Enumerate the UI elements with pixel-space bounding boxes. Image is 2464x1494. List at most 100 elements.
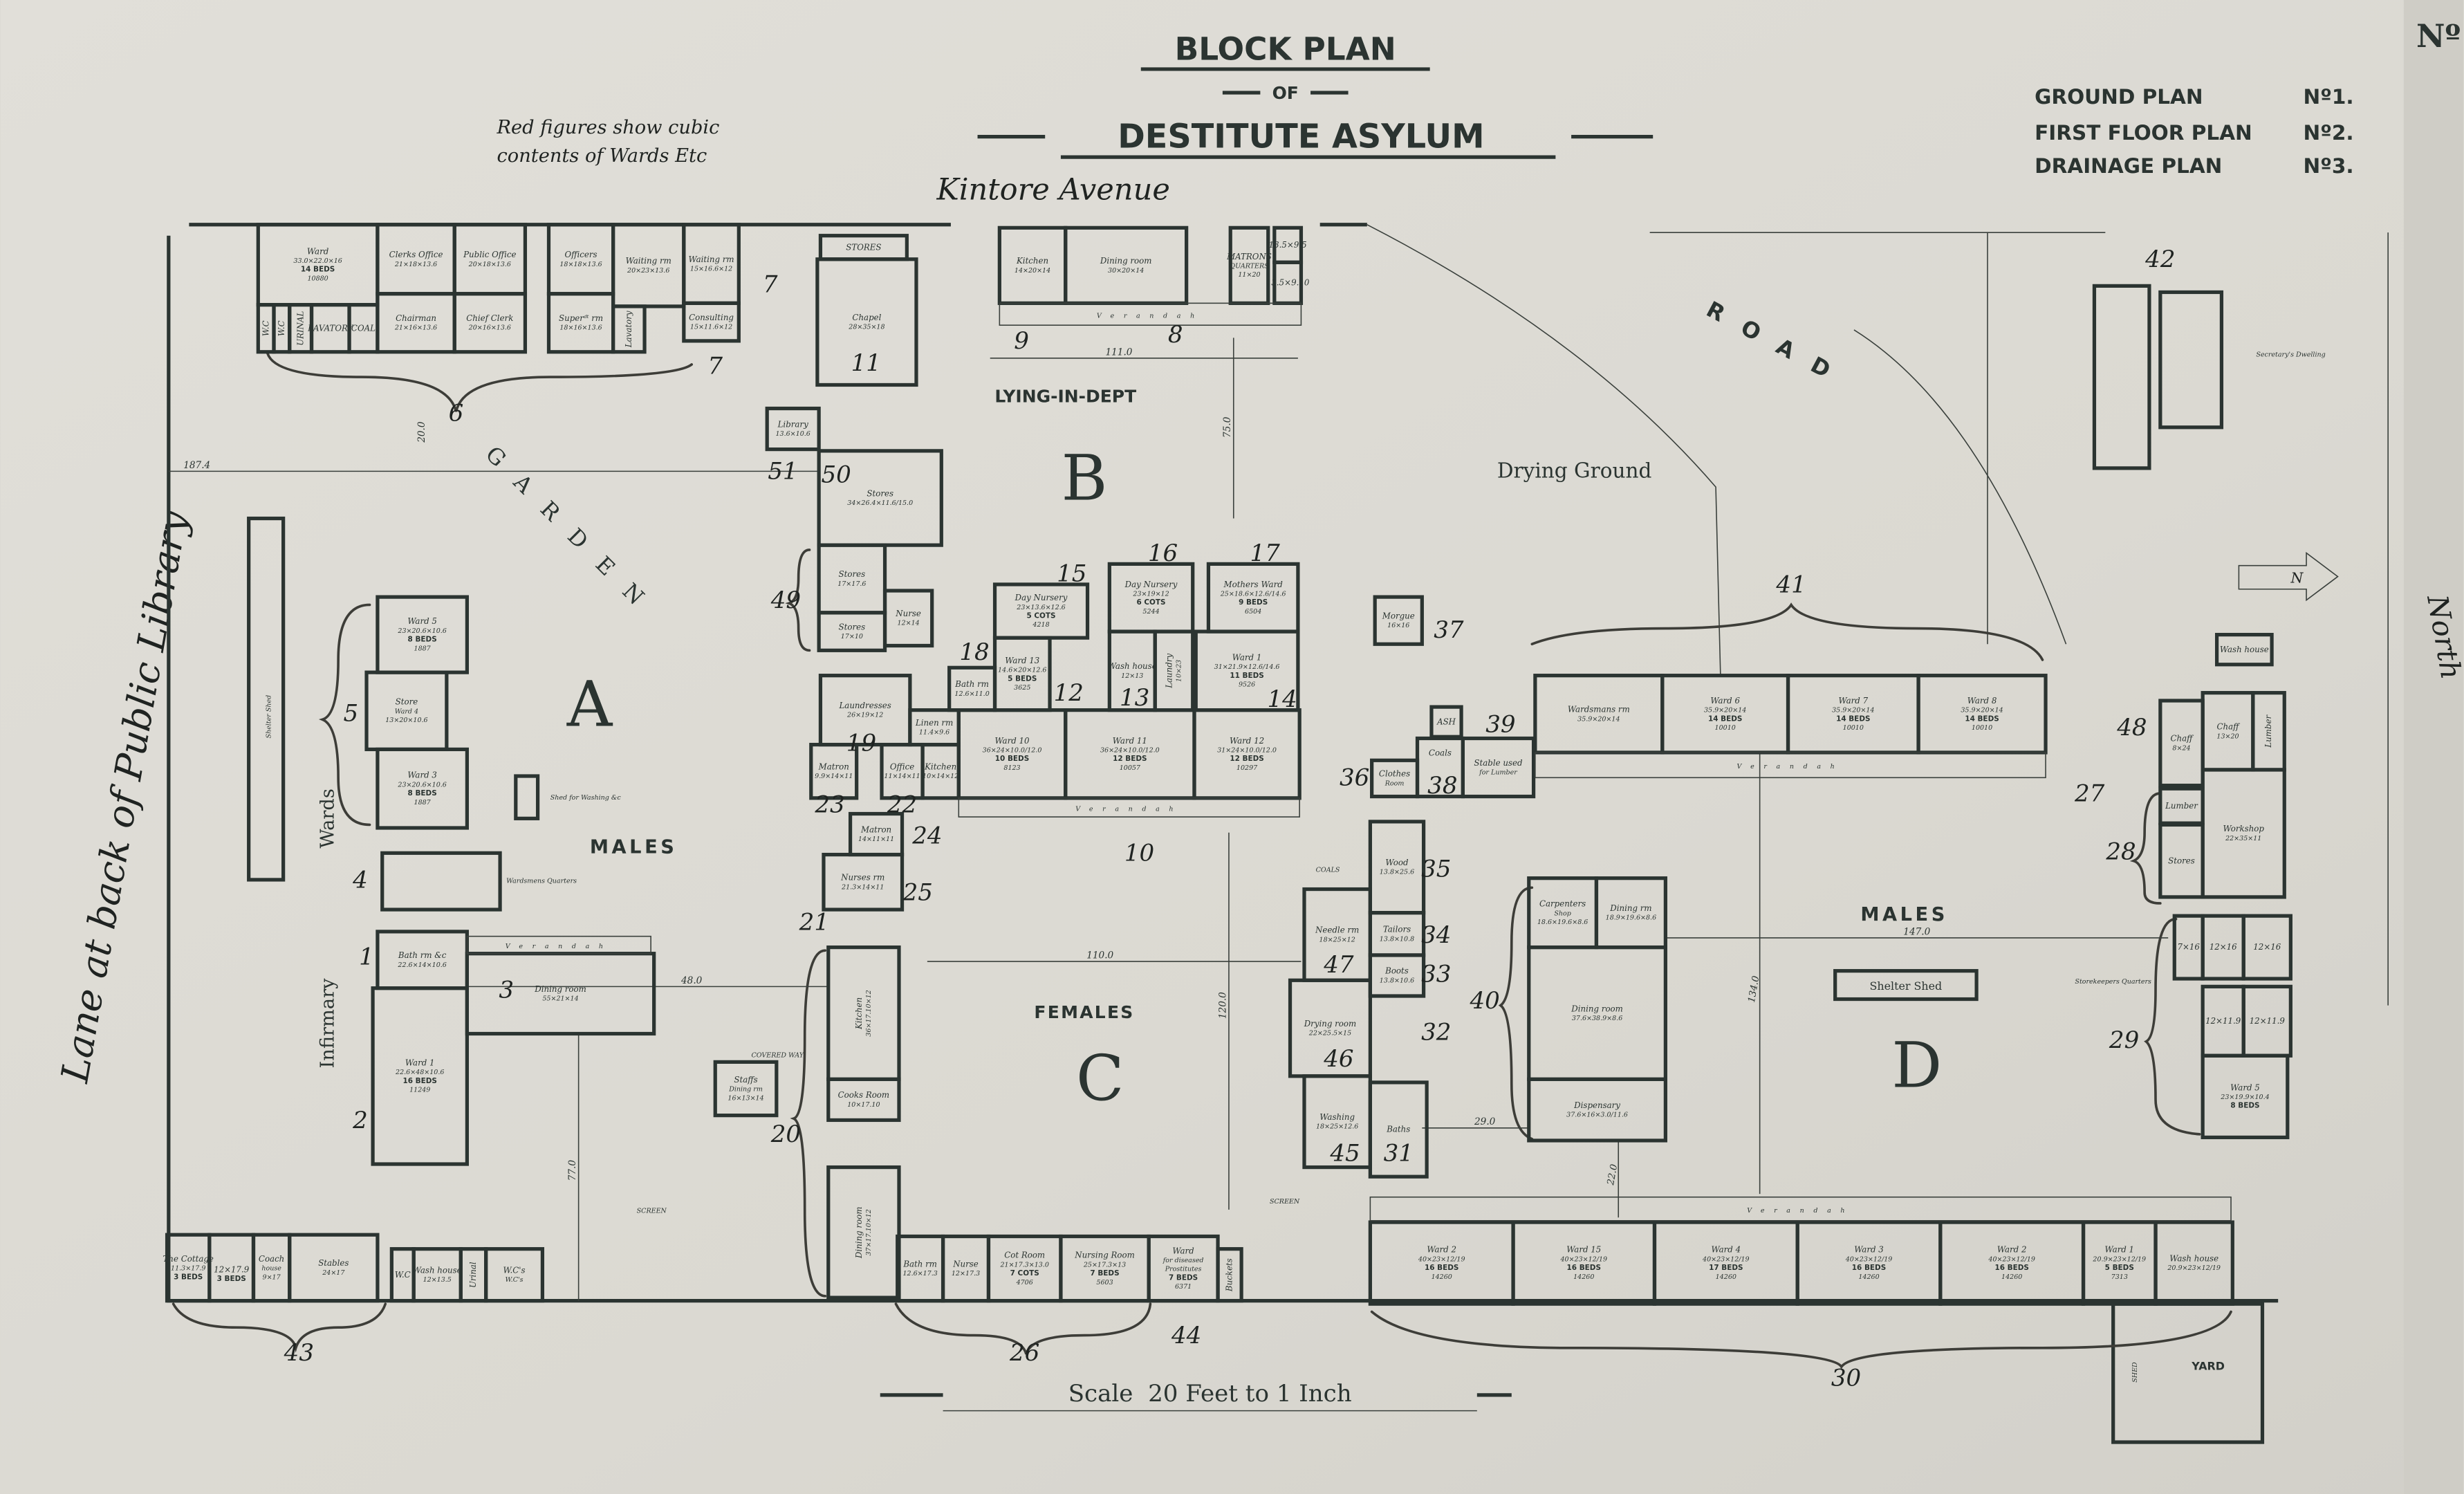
room-label: 9526 (1239, 681, 1255, 689)
block-number: 25 (902, 878, 933, 906)
room-walls (1373, 595, 1424, 646)
room-label: Bath rm (954, 679, 989, 689)
plan-index: GROUND PLAN Nº1. FIRST FLOOR PLAN Nº2. D… (2035, 85, 2354, 178)
block-number: 38 (1427, 772, 1457, 800)
room-label: Ward 4 (1712, 1245, 1741, 1255)
section-d-letter: D (1891, 1030, 1942, 1103)
block-number: 44 (1171, 1322, 1201, 1349)
block-number: 5 (343, 700, 358, 728)
block-number: 40 (1470, 987, 1500, 1015)
room-label: Ward 5 (2230, 1082, 2260, 1092)
room-label: Dining rm (1609, 903, 1651, 913)
room-label: 20.9×23×12/19 (2092, 1255, 2146, 1263)
room-label: 14260 (1573, 1273, 1594, 1281)
room-label: Prostitutes (1165, 1266, 1202, 1273)
block-number: 12 (1054, 679, 1084, 707)
block-number: 15 (1057, 560, 1086, 587)
room-label: 21×16×13.6 (394, 324, 437, 332)
block-number: 46 (1323, 1045, 1353, 1073)
room-walls (2201, 1053, 2290, 1140)
block-number: 39 (1485, 710, 1515, 738)
room-label: 5 BEDS (1008, 674, 1037, 683)
dimension-label: 48.0 (680, 975, 703, 986)
room-label: 23×19×12 (1132, 591, 1169, 598)
room-label: 3625 (1014, 684, 1030, 692)
room-label: Office (890, 762, 914, 771)
room-label: 14260 (1858, 1273, 1879, 1281)
room-label: 15×11.6×12 (690, 324, 732, 331)
verandah (466, 935, 651, 954)
room-label: 35.9×20×14 (1832, 707, 1874, 714)
room-label: Workshop (2223, 824, 2264, 833)
wash-shed (514, 774, 540, 820)
room-label: 12×16 (2210, 942, 2237, 952)
dimension-labels: 187.4111.0110.0120.0147.0134.029.022.048… (183, 347, 1930, 1186)
room-label: Stores (839, 622, 866, 631)
block-number: 2 (352, 1107, 368, 1134)
room-label: W.C (261, 320, 270, 336)
room-label: URINAL (295, 311, 305, 345)
block-number: 47 (1323, 951, 1354, 979)
room-label: 14 BEDS (1965, 714, 1999, 723)
block-number: 10 (1124, 840, 1154, 867)
room-label: 5603 (1096, 1279, 1113, 1286)
block-number: 23 (814, 791, 844, 818)
section-b-letter: B (1062, 442, 1108, 515)
room-walls (826, 1077, 901, 1123)
room-label: Linen rm (915, 718, 953, 728)
plan-index-no: Nº3. (2304, 154, 2354, 178)
room-label: 18×16×13.6 (559, 324, 602, 332)
room-label: Dining room (1571, 1004, 1623, 1013)
covered-way-label: COVERED WAY (751, 1052, 804, 1060)
room-label: Baths (1386, 1125, 1410, 1134)
room-label: 7 BEDS (1169, 1273, 1198, 1282)
room-label: 7 BEDS (1090, 1269, 1119, 1278)
room-label: Ward 3 (407, 771, 437, 780)
block-number: 7 (707, 353, 723, 380)
room-label: 6504 (1245, 608, 1261, 616)
room-walls (1368, 953, 1426, 998)
room-label: Store (396, 697, 418, 707)
room-label: 16 BEDS (1994, 1264, 2028, 1272)
room-label: 10297 (1236, 764, 1258, 772)
room-label: 10×14×12 (923, 773, 958, 780)
room-label: Ward 2 (1427, 1245, 1456, 1255)
block-number: 11 (851, 349, 881, 377)
room-label: 35.9×20×14 (1704, 707, 1746, 714)
room-label: 5 BEDS (2105, 1264, 2134, 1272)
room-lavatory2: Lavatory (611, 304, 647, 354)
room-walls (1527, 1077, 1667, 1143)
dimension-label: 111.0 (1105, 347, 1132, 358)
yard-label: YARD (2191, 1360, 2225, 1373)
room-label: 36×24×10.0/12.0 (983, 746, 1042, 754)
room-walls (2241, 914, 2292, 981)
room-label: Waiting rm (688, 255, 734, 264)
room-label: 18×25×12.6 (1316, 1123, 1358, 1131)
block-number: 29 (2109, 1026, 2139, 1054)
room-label: 28×35×18 (848, 324, 884, 331)
infirmary-label: Infirmary (317, 978, 338, 1069)
room-label: Stables (318, 1258, 349, 1268)
room-label: 55×21×14 (542, 995, 578, 1003)
room-label: 34×26.4×11.6/15.0 (847, 499, 913, 507)
block-number: 30 (1831, 1364, 1861, 1392)
room-label: 22×25.5×15 (1308, 1030, 1351, 1038)
block-number: 1 (359, 943, 374, 971)
block-number: 51 (768, 458, 797, 486)
room-label: 13.8×10.6 (1380, 977, 1414, 984)
room-label: 21×18×13.6 (394, 261, 437, 268)
room-label: Cooks Room (838, 1090, 889, 1100)
room-label: The Cottage (163, 1254, 214, 1264)
room-walls (682, 301, 741, 343)
room-label: Lumber (2263, 714, 2273, 748)
room-label: 14260 (1716, 1273, 1736, 1281)
room-label: 23×20.6×10.6 (397, 627, 446, 635)
room-label: Drying room (1304, 1019, 1356, 1029)
screen-label: SCREEN (637, 1207, 667, 1215)
room-label: Nurse (952, 1259, 979, 1269)
